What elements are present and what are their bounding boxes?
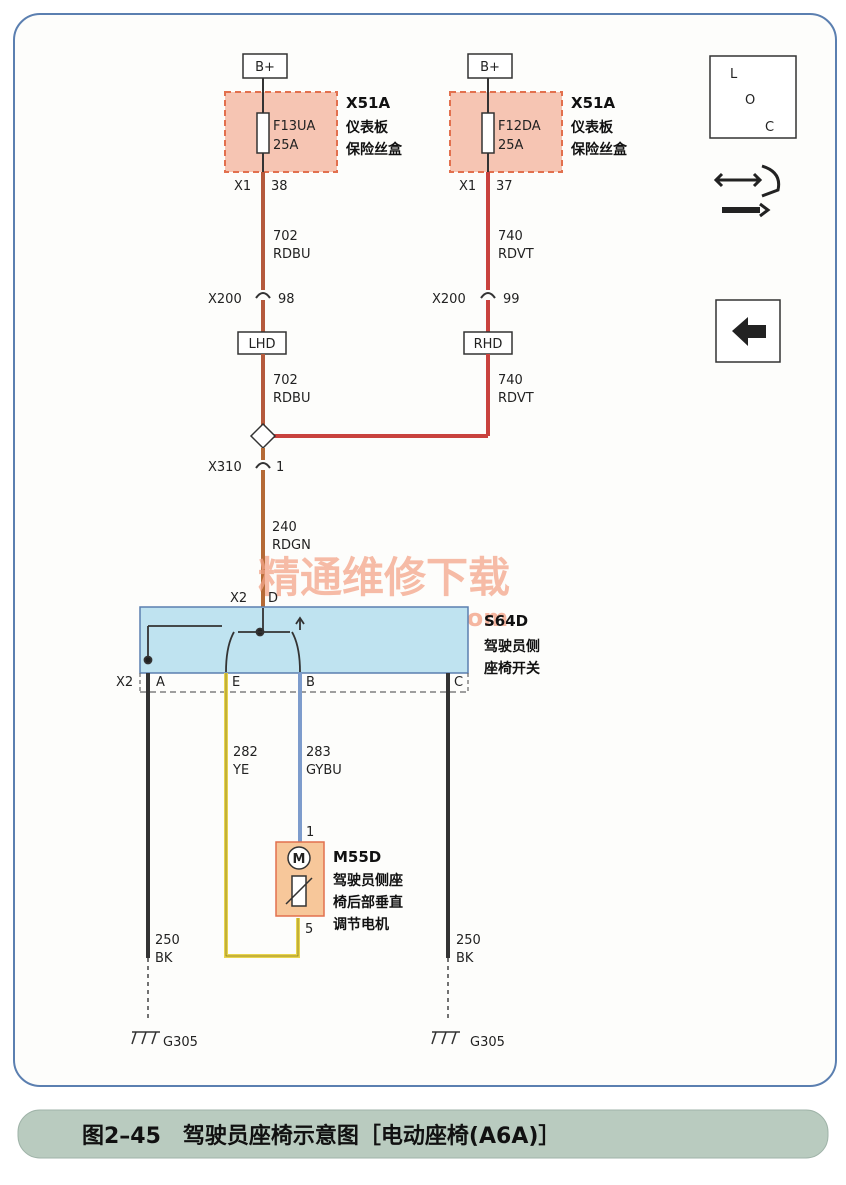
ground-right-icon xyxy=(431,1031,460,1045)
svg-text:99: 99 xyxy=(503,292,520,307)
svg-text:LHD: LHD xyxy=(248,337,275,352)
svg-text:RDBU: RDBU xyxy=(273,247,310,262)
svg-text:X1: X1 xyxy=(234,179,251,194)
switch-contacts xyxy=(143,608,305,673)
svg-text:RDVT: RDVT xyxy=(498,391,534,406)
svg-text:RDBU: RDBU xyxy=(273,391,310,406)
svg-text:椅后部垂直: 椅后部垂直 xyxy=(333,894,403,911)
motor-icon xyxy=(287,846,311,870)
figure-caption: 图2–45 驾驶员座椅示意图［电动座椅(A6A)］ xyxy=(82,1123,560,1149)
svg-text:G305: G305 xyxy=(470,1035,505,1050)
ground-left-icon xyxy=(131,1031,160,1045)
lhd-tag: LHD xyxy=(237,331,287,355)
left-fuse-icon xyxy=(256,112,270,154)
svg-text:RDGN: RDGN xyxy=(272,538,311,553)
svg-text:1: 1 xyxy=(276,460,284,475)
svg-text:25A: 25A xyxy=(273,138,299,153)
svg-text:B+: B+ xyxy=(255,60,275,75)
right-supply: B+ xyxy=(467,53,513,79)
svg-text:调节电机: 调节电机 xyxy=(333,916,389,933)
svg-text:仪表板: 仪表板 xyxy=(570,119,614,136)
svg-text:X200: X200 xyxy=(208,292,242,307)
rhd-tag: RHD xyxy=(463,331,513,355)
watermark-cn: 精通维修下载 xyxy=(258,553,510,602)
svg-text:X200: X200 xyxy=(432,292,466,307)
svg-text:F12DA: F12DA xyxy=(498,119,541,134)
svg-text:282: 282 xyxy=(233,745,258,760)
right-inline-connector xyxy=(480,292,496,299)
svg-text:1: 1 xyxy=(306,825,314,840)
svg-text:C: C xyxy=(454,675,463,690)
svg-text:保险丝盒: 保险丝盒 xyxy=(570,141,628,158)
svg-text:A: A xyxy=(156,675,165,690)
svg-text:283: 283 xyxy=(306,745,331,760)
svg-text:BK: BK xyxy=(155,951,173,966)
svg-text:740: 740 xyxy=(498,373,523,388)
svg-text:M: M xyxy=(293,852,306,867)
svg-text:240: 240 xyxy=(272,520,297,535)
svg-text:X2: X2 xyxy=(230,591,247,606)
svg-text:B: B xyxy=(306,675,315,690)
svg-text:保险丝盒: 保险丝盒 xyxy=(345,141,403,158)
svg-text:M55D: M55D xyxy=(333,848,381,866)
svg-text:25A: 25A xyxy=(498,138,524,153)
svg-text:驾驶员侧: 驾驶员侧 xyxy=(483,638,540,655)
svg-text:RHD: RHD xyxy=(474,337,503,352)
seat-switch-box xyxy=(139,606,469,674)
svg-text:L: L xyxy=(730,67,738,82)
back-arrow-button[interactable] xyxy=(715,299,781,363)
svg-text:250: 250 xyxy=(155,933,180,948)
right-fuse-box xyxy=(449,91,563,173)
svg-text:G305: G305 xyxy=(163,1035,198,1050)
svg-text:702: 702 xyxy=(273,229,298,244)
svg-text:仪表板: 仪表板 xyxy=(345,119,389,136)
caption-bar xyxy=(17,1109,829,1159)
svg-text:D: D xyxy=(268,591,278,606)
svg-text:98: 98 xyxy=(278,292,295,307)
svg-text:O: O xyxy=(745,93,755,108)
svg-text:37: 37 xyxy=(496,179,513,194)
diagram-frame xyxy=(13,13,837,1087)
x310-connector xyxy=(255,462,271,469)
svg-text:X51A: X51A xyxy=(346,94,390,112)
left-fuse-box xyxy=(224,91,338,173)
left-supply: B+ xyxy=(242,53,288,79)
svg-text:X51A: X51A xyxy=(571,94,615,112)
svg-text:F13UA: F13UA xyxy=(273,119,316,134)
svg-text:RDVT: RDVT xyxy=(498,247,534,262)
left-inline-connector xyxy=(255,292,271,299)
svg-text:X310: X310 xyxy=(208,460,242,475)
svg-text:250: 250 xyxy=(456,933,481,948)
location-box[interactable]: L O C xyxy=(709,55,797,139)
svg-text:5: 5 xyxy=(305,922,313,937)
svg-text:BK: BK xyxy=(456,951,474,966)
right-fuse-icon xyxy=(481,112,495,154)
svg-text:S64D: S64D xyxy=(484,612,528,630)
svg-text:B+: B+ xyxy=(480,60,500,75)
svg-text:702: 702 xyxy=(273,373,298,388)
svg-text:740: 740 xyxy=(498,229,523,244)
svg-text:驾驶员侧座: 驾驶员侧座 xyxy=(332,872,403,889)
svg-text:YE: YE xyxy=(232,763,249,778)
svg-text:E: E xyxy=(232,675,240,690)
svg-text:C: C xyxy=(765,120,774,135)
svg-text:38: 38 xyxy=(271,179,288,194)
arrow-left-icon xyxy=(732,317,766,346)
svg-text:X2: X2 xyxy=(116,675,133,690)
svg-text:GYBU: GYBU xyxy=(306,763,342,778)
svg-text:座椅开关: 座椅开关 xyxy=(484,660,540,677)
connector-wrench-icon[interactable] xyxy=(713,164,781,218)
svg-text:X1: X1 xyxy=(459,179,476,194)
